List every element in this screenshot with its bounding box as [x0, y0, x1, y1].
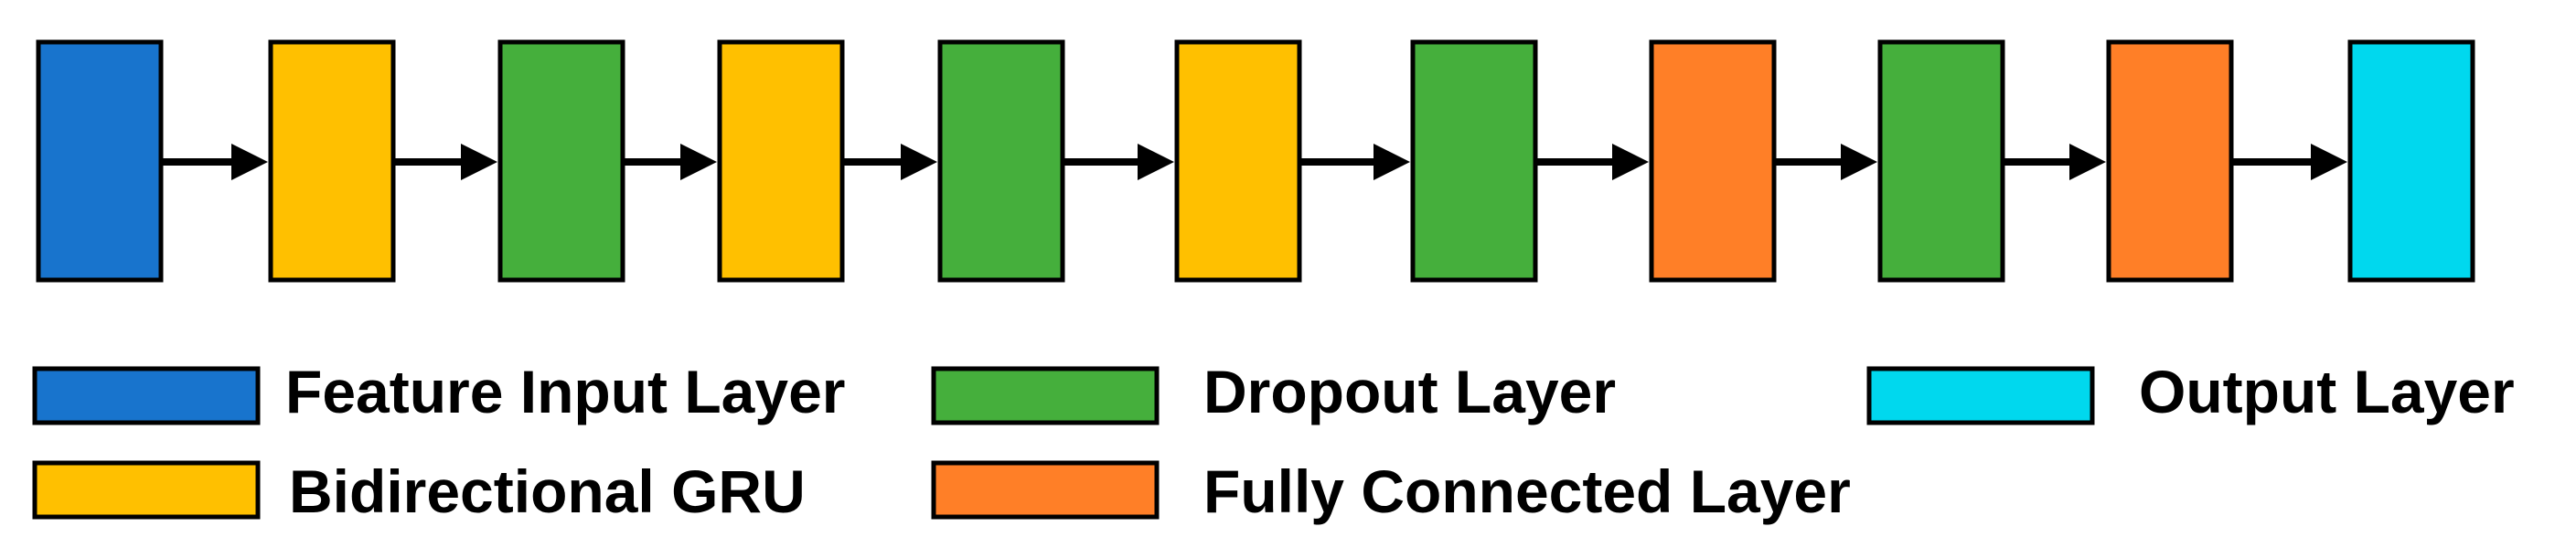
flow-arrow-head [461, 144, 497, 180]
legend-label-feature-input: Feature Input Layer [285, 358, 845, 425]
flow-arrow-head [1374, 144, 1410, 180]
legend-label-bidirectional-gru: Bidirectional GRU [289, 457, 806, 525]
legend-swatch-dropout [931, 366, 1160, 425]
flow-arrow-head [1841, 144, 1877, 180]
legend-item-dropout: Dropout Layer [931, 358, 1616, 425]
layer-block-fully-connected [2106, 39, 2234, 283]
legend-swatch-feature-input [32, 366, 261, 425]
flow-arrow-head [1138, 144, 1174, 180]
legend-label-dropout: Dropout Layer [1203, 358, 1616, 425]
layer-block-dropout [937, 39, 1065, 283]
flow-arrow-head [1612, 144, 1649, 180]
layer-pipeline [36, 39, 2475, 283]
flow-arrow-head [901, 144, 937, 180]
layer-block-fully-connected [1649, 39, 1777, 283]
layer-block-bidirectional-gru [268, 39, 396, 283]
layer-block-bidirectional-gru [717, 39, 845, 283]
legend-swatch-fully-connected [931, 460, 1160, 520]
flow-arrow-head [231, 144, 268, 180]
legend-item-output: Output Layer [1866, 358, 2515, 425]
legend-item-feature-input: Feature Input Layer [32, 358, 845, 425]
layer-block-dropout [1410, 39, 1538, 283]
legend-swatch-output [1866, 366, 2095, 425]
flow-arrow-head [680, 144, 717, 180]
layer-block-output [2347, 39, 2475, 283]
legend-label-fully-connected: Fully Connected Layer [1203, 457, 1851, 525]
legend-label-output: Output Layer [2139, 358, 2515, 425]
legend-swatch-bidirectional-gru [32, 460, 261, 520]
flow-arrow-head [2069, 144, 2106, 180]
legend-item-bidirectional-gru: Bidirectional GRU [32, 457, 806, 525]
layer-block-dropout [1877, 39, 2005, 283]
legend-item-fully-connected: Fully Connected Layer [931, 457, 1851, 525]
legend: Feature Input Layer Dropout Layer Output… [32, 358, 2515, 525]
layer-block-dropout [497, 39, 625, 283]
flow-arrow-head [2311, 144, 2347, 180]
layer-block-bidirectional-gru [1174, 39, 1302, 283]
layer-block-feature-input [36, 39, 164, 283]
